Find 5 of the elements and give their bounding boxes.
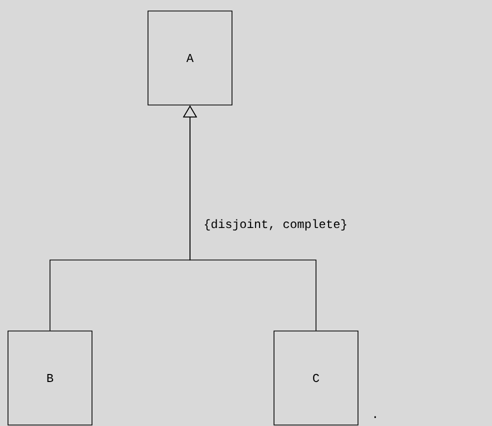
class-box: A xyxy=(148,10,232,106)
constraint-label: . xyxy=(374,416,376,418)
constraint-label: {disjoint, complete} xyxy=(204,219,346,230)
class-box: B xyxy=(8,330,92,426)
class-box: C xyxy=(274,330,358,426)
